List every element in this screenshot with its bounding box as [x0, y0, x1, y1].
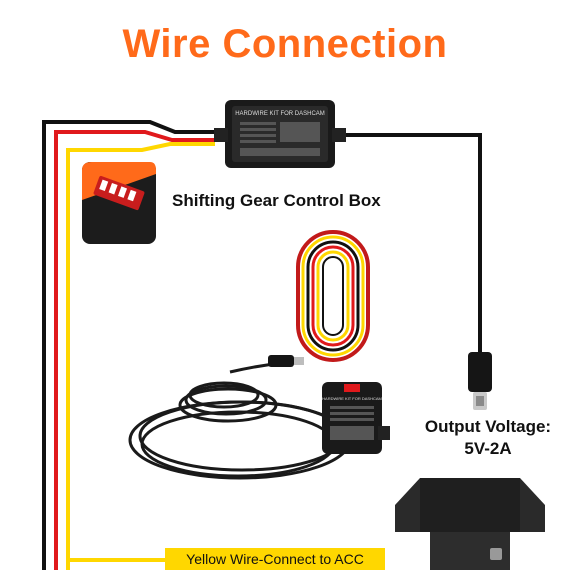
output-voltage-label: Output Voltage: 5V-2A — [408, 416, 568, 460]
hardwire-box: HARDWIRE KIT FOR DASHCAM — [214, 100, 346, 168]
gear-control-closeup — [82, 162, 156, 244]
box-header-text: HARDWIRE KIT FOR DASHCAM — [235, 111, 325, 117]
yellow-wire-banner: Yellow Wire-Connect to ACC — [165, 548, 385, 570]
coiled-black-cable — [128, 360, 352, 480]
coil-usb-plug — [268, 355, 304, 367]
small-box-header-text: HARDWIRE KIT FOR DASHCAM — [322, 396, 382, 401]
small-hardwire-box: HARDWIRE KIT FOR DASHCAM — [322, 382, 390, 454]
left-wires — [42, 120, 215, 570]
output-voltage-line2: 5V-2A — [464, 439, 512, 458]
usb-c-connector — [468, 352, 492, 410]
dashcam-mount — [395, 478, 545, 570]
page-title: Wire Connection — [122, 22, 448, 66]
output-cable — [346, 133, 482, 355]
output-voltage-line1: Output Voltage: — [424, 417, 552, 436]
gear-box-label: Shifting Gear Control Box — [172, 191, 381, 210]
coiled-wire-loop — [296, 230, 370, 362]
